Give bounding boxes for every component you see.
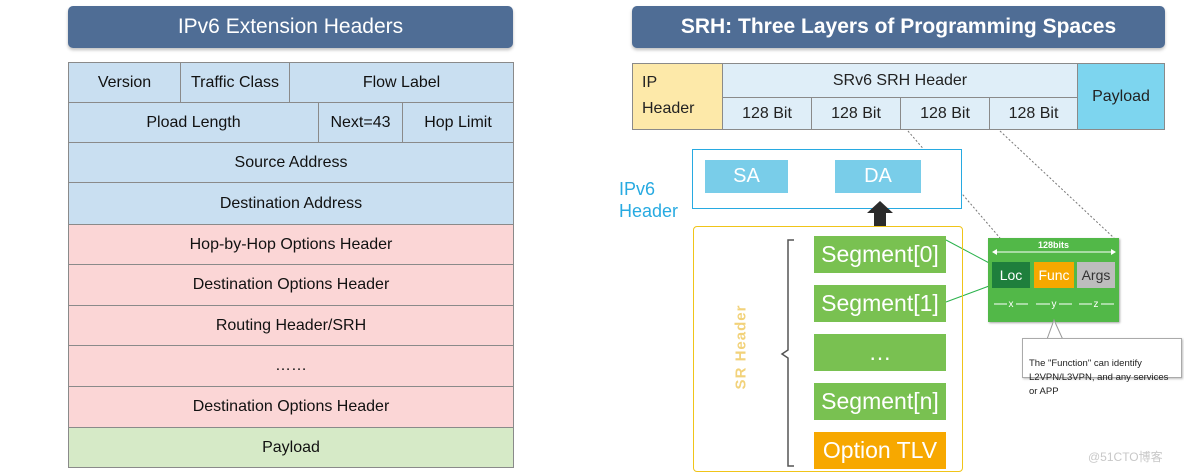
destination-options-header-2: Destination Options Header: [68, 386, 514, 428]
ipv6-header-label: IPv6 Header: [619, 179, 679, 221]
payload-length-field: Pload Length: [68, 102, 319, 143]
sid-z-label: z: [1091, 298, 1101, 310]
hop-limit-field: Hop Limit: [402, 102, 514, 143]
segment-0: Segment[0]: [814, 236, 946, 273]
sid-func-field: Func: [1034, 262, 1074, 288]
sid-args-field: Args: [1077, 262, 1115, 288]
segment-1: Segment[1]: [814, 285, 946, 322]
up-arrow-icon: [867, 201, 893, 227]
packet-strip: IP Header SRv6 SRH Header 128 Bit 128 Bi…: [632, 63, 1165, 130]
traffic-class-field: Traffic Class: [180, 62, 290, 103]
sid-bits-arrow-icon: [992, 249, 1116, 255]
source-address-field: Source Address: [68, 142, 514, 183]
flow-label-field: Flow Label: [289, 62, 514, 103]
sa-field: SA: [705, 160, 788, 193]
sr-header-bracket: [780, 239, 794, 467]
version-field: Version: [68, 62, 181, 103]
srh-header-label: SRv6 SRH Header: [722, 63, 1078, 98]
ipv6-header-box: SA DA: [692, 149, 962, 209]
ip-header-block: IP Header: [632, 63, 723, 130]
right-title: SRH: Three Layers of Programming Spaces: [680, 15, 1117, 38]
srh-bit-cell: 128 Bit: [989, 97, 1078, 130]
left-title-bar: IPv6 Extension Headers: [68, 6, 513, 48]
function-note-callout: The "Function" can identify L2VPN/L3VPN,…: [1022, 338, 1182, 397]
da-field: DA: [835, 160, 921, 193]
segment-ellipsis: …: [814, 334, 946, 371]
packet-payload-block: Payload: [1077, 63, 1165, 130]
routing-header-srh: Routing Header/SRH: [68, 305, 514, 346]
next-header-field: Next=43: [318, 102, 403, 143]
destination-options-header-1: Destination Options Header: [68, 264, 514, 306]
hop-by-hop-header: Hop-by-Hop Options Header: [68, 224, 514, 265]
payload-field: Payload: [68, 427, 514, 468]
srh-bit-cell: 128 Bit: [811, 97, 901, 130]
right-title-bar: SRH: Three Layers of Programming Spaces: [632, 6, 1165, 48]
left-title: IPv6 Extension Headers: [177, 15, 404, 38]
sid-bits-label: 128bits: [1037, 240, 1070, 250]
option-tlv: Option TLV: [814, 432, 946, 469]
sid-y-label: y: [1049, 298, 1059, 310]
sid-structure-box: 128bits Loc Func Args x y z: [988, 238, 1119, 322]
sid-loc-field: Loc: [992, 262, 1030, 288]
ipv6-header-table: Version Traffic Class Flow Label Pload L…: [68, 62, 514, 468]
sid-x-label: x: [1006, 298, 1016, 310]
segment-n: Segment[n]: [814, 383, 946, 420]
srh-bit-cell: 128 Bit: [722, 97, 812, 130]
watermark: @51CTO博客: [1088, 450, 1163, 464]
